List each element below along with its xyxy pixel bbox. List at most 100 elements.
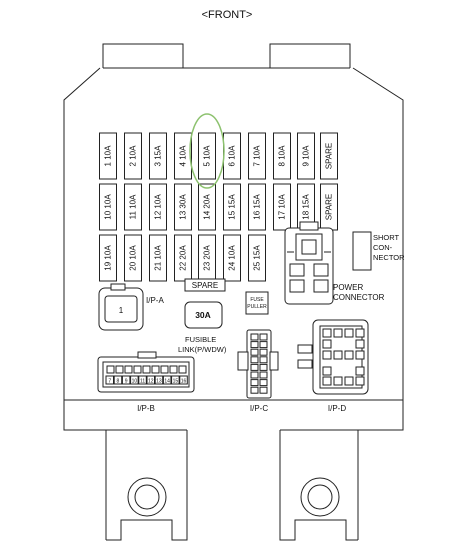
fuse-15-15a: 15 15A [223,183,241,231]
fuse-10-10a: 10 10A [99,183,117,231]
fuse-label: 5 10A [203,145,212,167]
fuse-label: 23 20A [203,245,212,271]
spare-label: SPARE [192,281,219,290]
fuse-2-10a: 2 10A [124,132,142,180]
pin [355,328,365,338]
fuse-24-10a: 24 10A [223,234,241,282]
pin-number: 14 [164,379,170,385]
pin [133,365,142,374]
pin [250,371,259,379]
pin-number: 9 [125,379,128,385]
fuse-label: 17 10A [278,194,287,220]
pin [160,365,169,374]
fuse-label: 10 10A [104,194,113,220]
pin [344,376,354,386]
pin [355,339,365,349]
fuse-5-highlight [189,113,225,189]
spare-box [184,278,226,292]
pin [259,348,268,356]
short-connector-line1: SHORT [373,233,400,242]
ip-a-connector [98,283,144,331]
fuse-4-10a: 4 10A [174,132,192,180]
pin [355,350,365,360]
pin [333,328,343,338]
pin [113,375,123,385]
power-connector-line1: POWER [333,283,363,292]
pin [250,386,259,394]
pin [142,365,151,374]
ip-b-label: I/P-B [137,404,155,413]
svg-text:SHORT: SHORT [373,233,400,242]
pin-number: 7 [108,379,111,385]
fuse-label: SPARE [325,143,334,170]
pin [179,375,188,385]
pin-number: 11 [140,379,145,385]
short-connector-line2: CON- [373,243,393,252]
fuse-spare-19: SPARE [320,183,338,231]
fuse-puller [245,291,269,315]
fuse-1-10a: 1 10A [99,132,117,180]
pin [171,375,180,385]
ip-a-number: 1 [119,306,124,315]
power-connector-line2: CONNECTOR [333,293,385,302]
fuse-6-10a: 6 10A [223,132,241,180]
fuse-9-10a: 9 10A [297,132,315,180]
fusible-link-value: 30A [195,310,211,320]
pin-number: 10 [132,379,138,385]
pin [344,350,354,360]
pin [259,333,268,341]
power-connector [284,221,334,305]
pin [259,371,268,379]
fuse-label: 25 15A [253,245,262,271]
pin [154,375,164,385]
fuse-label: 20 10A [129,245,138,271]
fuse-grid: 1 10A 2 10A 3 15A 4 10A 5 10A 6 10A 7 10A 8 10A… [99,132,338,282]
pin [259,341,268,349]
fuse-label: 3 15A [154,145,163,167]
pin [250,341,259,349]
pin [106,365,115,374]
pin [259,379,268,387]
fuse-label: 6 10A [228,145,237,167]
pin [250,363,259,371]
pin [115,365,124,374]
fuse-14-20a: 14 20A [198,183,216,231]
mounting-tabs [63,400,404,541]
pin [250,379,259,387]
fuse-7-10a: 7 10A [248,132,266,180]
fuse-label: 18 15A [302,194,311,220]
fuse-label: SPARE [325,194,334,221]
fusible-link-30a [184,301,223,329]
pin [250,348,259,356]
fuse-label: 16 15A [253,194,262,220]
fuse-5-10a: 5 10A [198,132,216,180]
pin-number: 12 [148,379,154,385]
fuse-label: 1 10A [104,145,113,167]
pin-number: 8 [117,379,120,385]
pin [250,356,259,364]
fuse-13-30a: 13 30A [174,183,192,231]
fuse-label: 2 10A [129,145,138,167]
svg-text:CON-: CON- [373,243,393,252]
fuse-label: 19 10A [104,245,113,271]
fuse-23-20a: 23 20A [198,234,216,282]
fuse-25-15a: 25 15A [248,234,266,282]
top-bracket [63,43,404,401]
pin [322,350,332,360]
pin [333,376,343,386]
fuse-label: 12 10A [154,194,163,220]
fuse-label: 8 10A [278,145,287,167]
pin [333,350,343,360]
fuse-11-10a: 11 10A [124,183,142,231]
pin [259,363,268,371]
pin-number: 16 [181,379,187,385]
ip-a-label: I/P-A [146,296,164,305]
pin [355,376,365,386]
fuse-label: 24 10A [228,245,237,271]
fuse-puller-line1: FUSE [250,297,264,303]
fuse-label: 15 15A [228,194,237,220]
ip-c-label: I/P-C [250,404,268,413]
fuse-label: 14 20A [203,194,212,220]
